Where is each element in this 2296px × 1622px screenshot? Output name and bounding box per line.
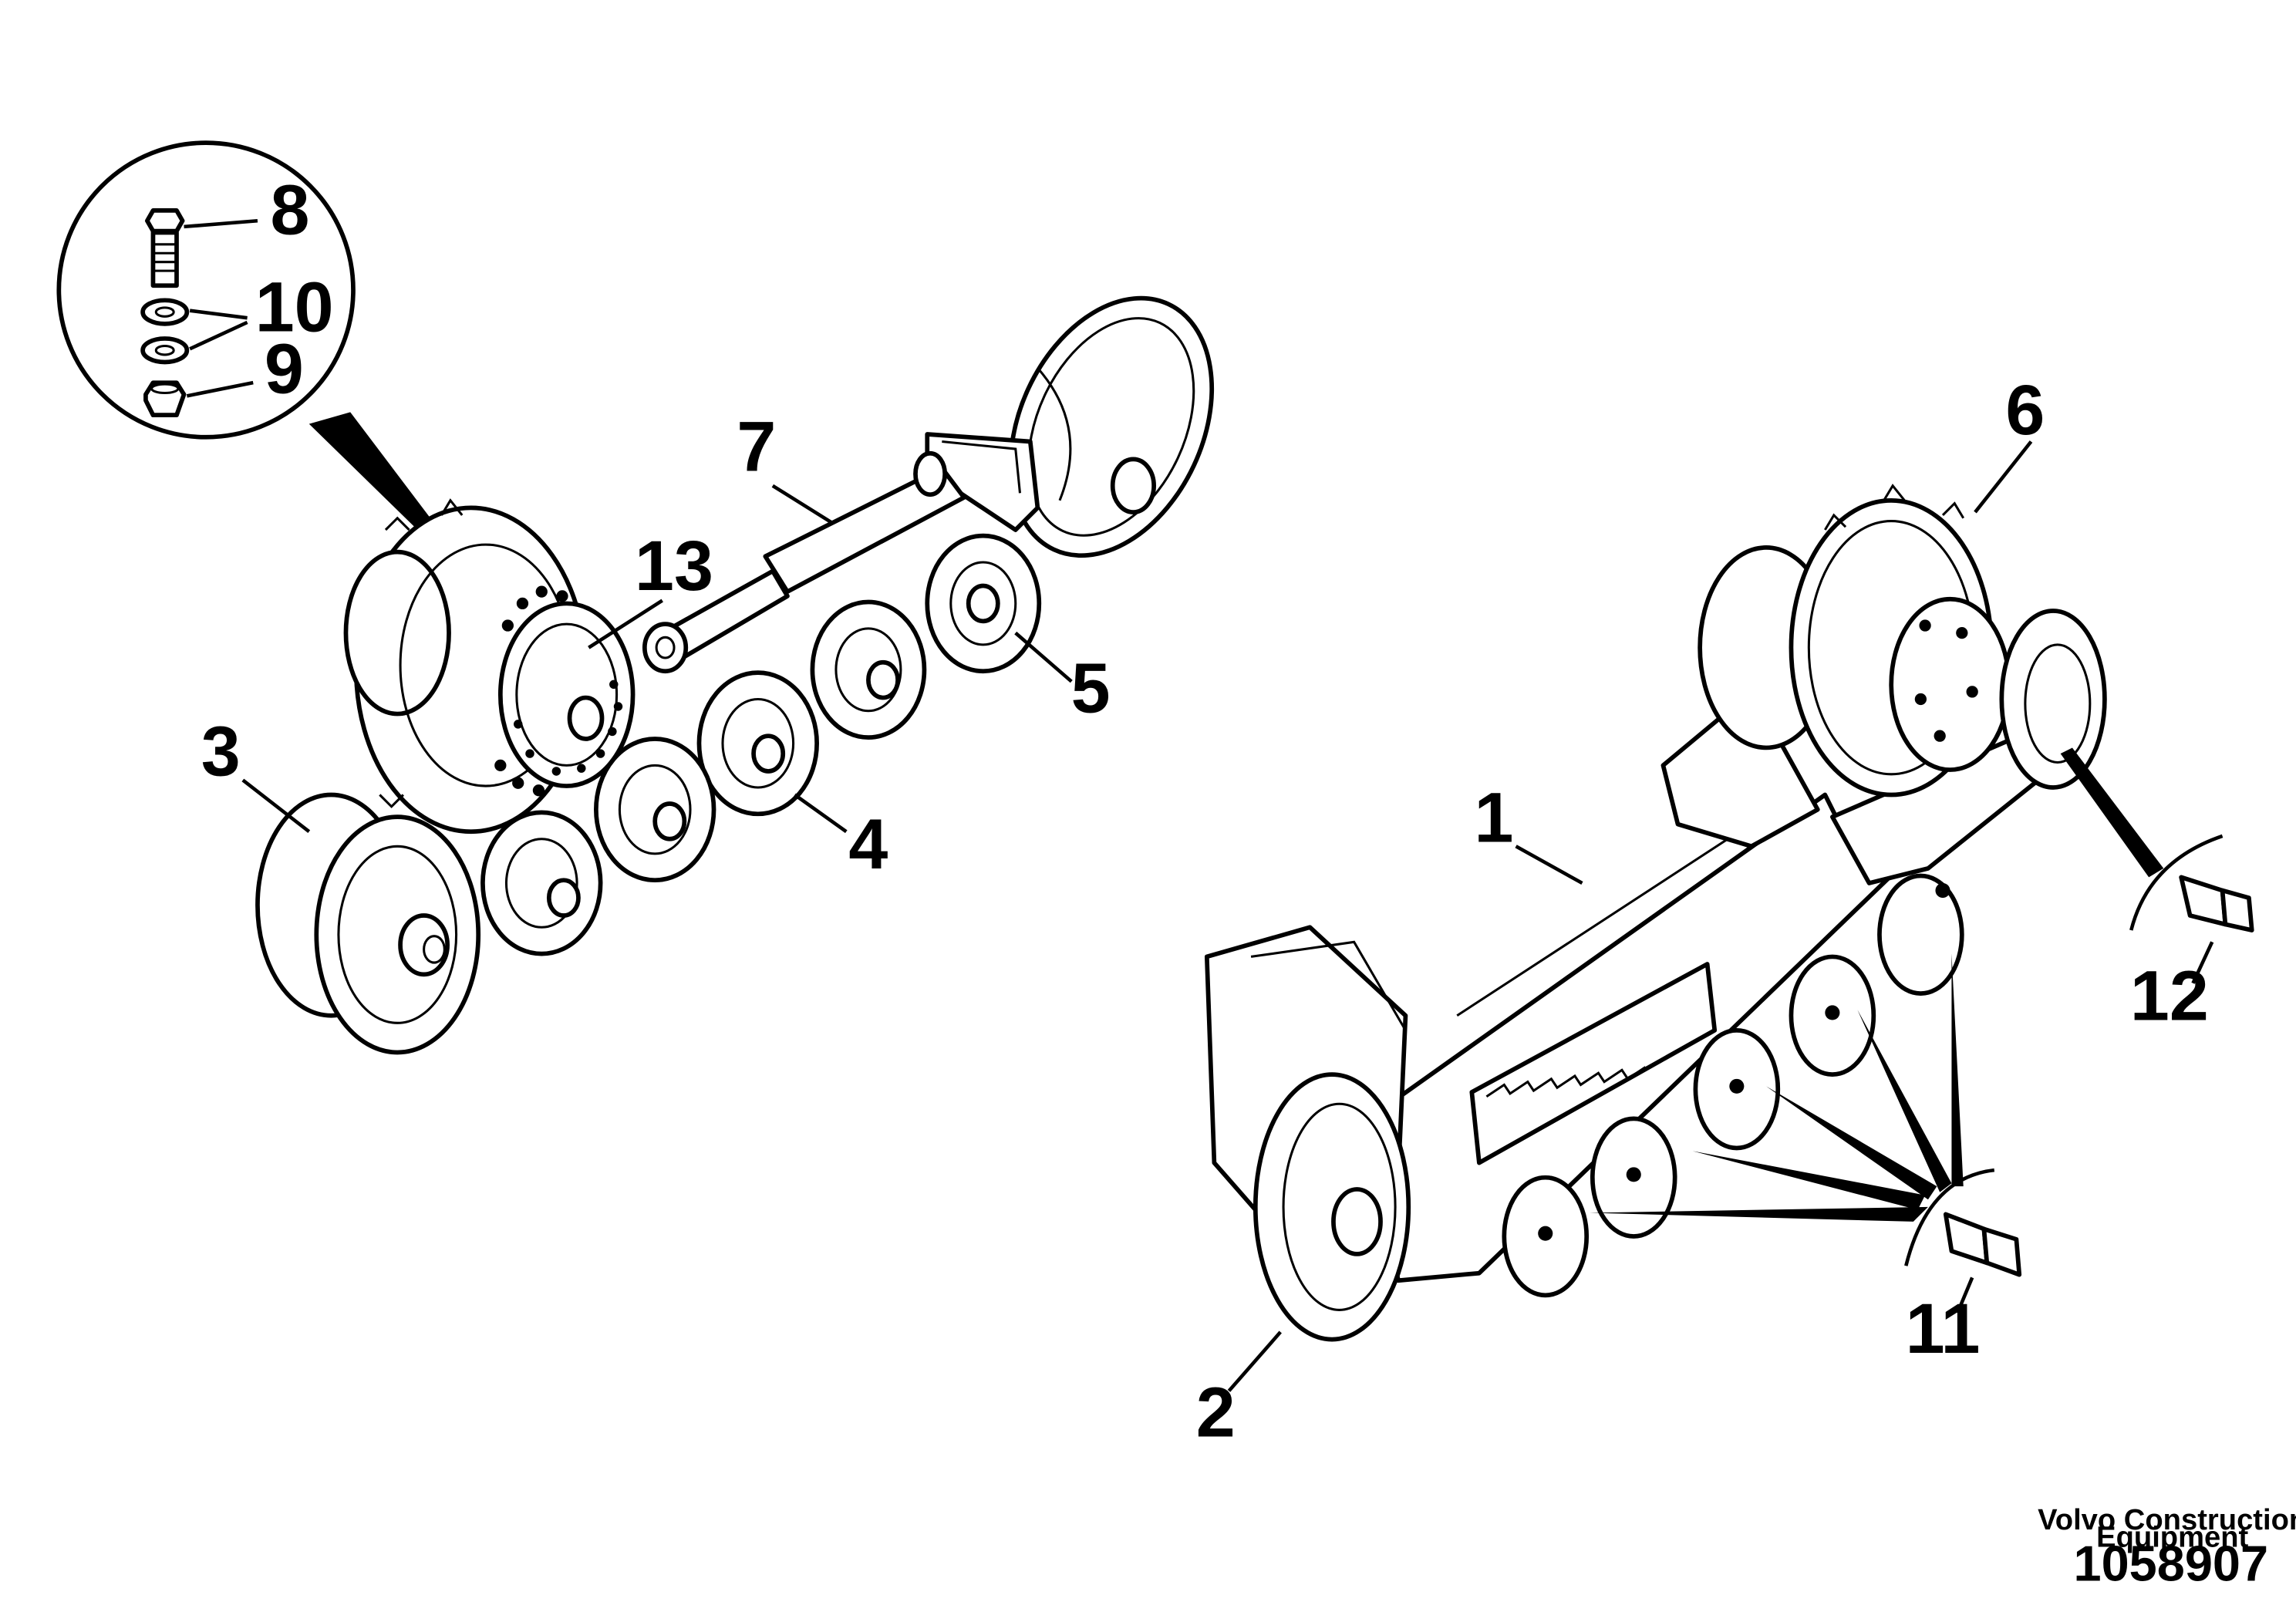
washer-10a — [140, 298, 190, 326]
rear-idler-wheel-3 — [255, 792, 481, 1055]
callout-7: 7 — [737, 408, 776, 487]
leader-lines — [241, 440, 2214, 1392]
track-rollers-4 — [480, 670, 819, 956]
callout-1: 1 — [1474, 779, 1513, 858]
track-frame-assembly — [1204, 484, 2254, 1342]
callout-11: 11 — [1906, 1290, 1981, 1368]
callout-9: 9 — [265, 330, 304, 409]
brand-line-2: Equipment — [2096, 1521, 2248, 1554]
callout-4: 4 — [848, 805, 888, 884]
exploded-undercarriage-components — [255, 295, 1215, 1055]
detail-circle — [56, 140, 356, 440]
brand-line-1: Volvo Construction — [2038, 1503, 2296, 1536]
front-idler-wheel — [1008, 295, 1215, 558]
callout-numbers: 1 2 3 4 5 6 7 8 9 10 11 12 13 — [201, 170, 2209, 1452]
document-number: 1058907 — [2074, 1536, 2269, 1592]
frame-track-rollers — [1502, 873, 1964, 1298]
drive-sprocket-13 — [343, 498, 636, 835]
callout-6: 6 — [2005, 371, 2045, 450]
carrier-rollers-5 — [810, 533, 1042, 740]
footer-block: Volvo Construction Equipment 1058907 — [2038, 1503, 2296, 1592]
washer-10b — [140, 336, 190, 365]
callout-3: 3 — [201, 713, 241, 791]
callout-8: 8 — [270, 170, 309, 249]
callout-13: 13 — [635, 527, 713, 605]
drive-sprocket-6 — [1698, 484, 2107, 798]
nut-9 — [143, 380, 187, 418]
callout-12: 12 — [2130, 956, 2209, 1035]
front-idler-2 — [1253, 1072, 1411, 1342]
track-tensioner-cylinder — [642, 432, 1156, 674]
callout-5: 5 — [1071, 649, 1111, 728]
callout-10: 10 — [255, 268, 334, 346]
callout-2: 2 — [1196, 1374, 1236, 1452]
bolt-detail-12 — [2060, 747, 2254, 932]
bolt-8 — [144, 208, 185, 288]
